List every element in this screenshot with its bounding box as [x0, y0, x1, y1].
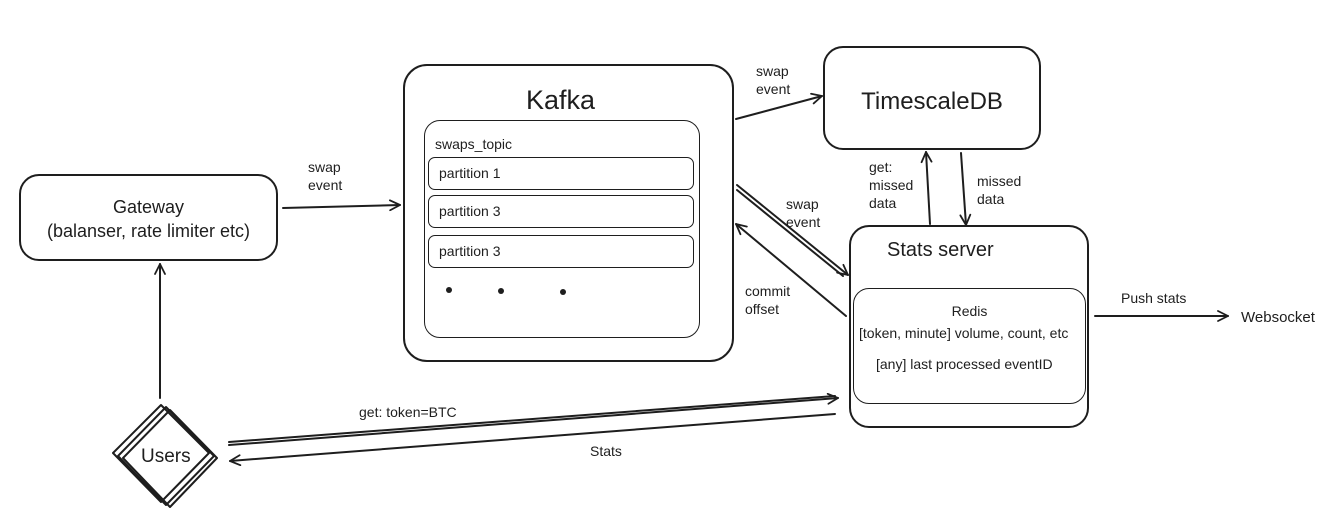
partition-label: partition 1: [439, 165, 501, 181]
arrow-kafka-to-stats-double: [736, 189, 844, 277]
edge-label-line: data: [869, 195, 897, 211]
swaps-topic-container: swaps_topic partition 1 partition 3 part…: [424, 120, 700, 338]
edge-label-stats-response: Stats: [590, 443, 622, 459]
stats-server-node: Stats server Redis [token, minute] volum…: [849, 225, 1089, 428]
partition-item: partition 3: [428, 235, 694, 268]
edge-label-line: event: [786, 214, 821, 230]
edge-label-line: event: [308, 177, 343, 193]
ellipsis-dot: [498, 288, 504, 294]
redis-container: Redis [token, minute] volume, count, etc…: [853, 288, 1086, 404]
edge-label-stats-kafka: commit offset: [745, 282, 790, 318]
edge-label-line: missed: [869, 177, 914, 193]
kafka-node: Kafka swaps_topic partition 1 partition …: [403, 64, 734, 362]
swaps-topic-label: swaps_topic: [435, 136, 513, 152]
gateway-title: Gateway: [112, 197, 185, 217]
arrow-timescale-to-stats: [959, 152, 972, 226]
edge-label-line: swap: [786, 196, 819, 212]
arrow-kafka-to-stats: [736, 184, 849, 276]
edge-label-kafka-stats: swap event: [786, 195, 820, 231]
edge-label-line: commit: [745, 283, 791, 299]
edge-label-timescale-stats: missed data: [977, 172, 1021, 208]
edge-label-line: data: [977, 191, 1005, 207]
edge-label-line: event: [756, 81, 791, 97]
arrow-stats-to-timescale: [920, 151, 933, 225]
partition-label: partition 3: [439, 203, 501, 219]
arrow-gateway-to-kafka: [282, 199, 401, 212]
users-label: Users: [141, 446, 191, 467]
arrow-users-to-stats-double: [228, 395, 836, 443]
partition-item: partition 3: [428, 195, 694, 228]
partition-label: partition 3: [439, 243, 501, 259]
gateway-node: Gateway (balanser, rate limiter etc): [19, 174, 278, 261]
arrow-stats-to-kafka: [735, 223, 847, 317]
websocket-label: Websocket: [1241, 309, 1315, 326]
timescaledb-title: TimescaleDB: [861, 88, 1003, 115]
edge-label-line: swap: [308, 159, 341, 175]
edge-label-kafka-timescale: swap event: [756, 62, 790, 98]
kafka-title: Kafka: [526, 85, 596, 115]
edge-label-line: swap: [756, 63, 789, 79]
ellipsis-dot: [446, 287, 452, 293]
redis-title: Redis: [951, 303, 988, 319]
edge-label-stats-timescale: get: missed data: [869, 158, 913, 212]
partition-item: partition 1: [428, 157, 694, 190]
arrow-stats-to-users: [229, 413, 836, 467]
ellipsis-dot: [560, 289, 566, 295]
timescaledb-node: TimescaleDB: [823, 46, 1041, 150]
arrow-users-to-stats: [228, 392, 839, 446]
gateway-subtitle: (balanser, rate limiter etc): [46, 221, 251, 241]
stats-server-title: Stats server: [887, 239, 994, 261]
edge-label-gateway-kafka: swap event: [308, 158, 342, 194]
edge-label-push-stats: Push stats: [1121, 290, 1187, 306]
arrow-kafka-to-timescale: [735, 92, 823, 120]
edge-label-users-request: get: token=BTC: [359, 404, 457, 420]
edge-label-line: get:: [869, 159, 893, 175]
users-diamond-shape: [112, 404, 218, 508]
edge-label-line: missed: [977, 173, 1022, 189]
redis-line-eventid: [any] last processed eventID: [876, 356, 1053, 372]
redis-line-volume: [token, minute] volume, count, etc: [859, 325, 1069, 341]
edge-label-line: offset: [745, 301, 779, 317]
